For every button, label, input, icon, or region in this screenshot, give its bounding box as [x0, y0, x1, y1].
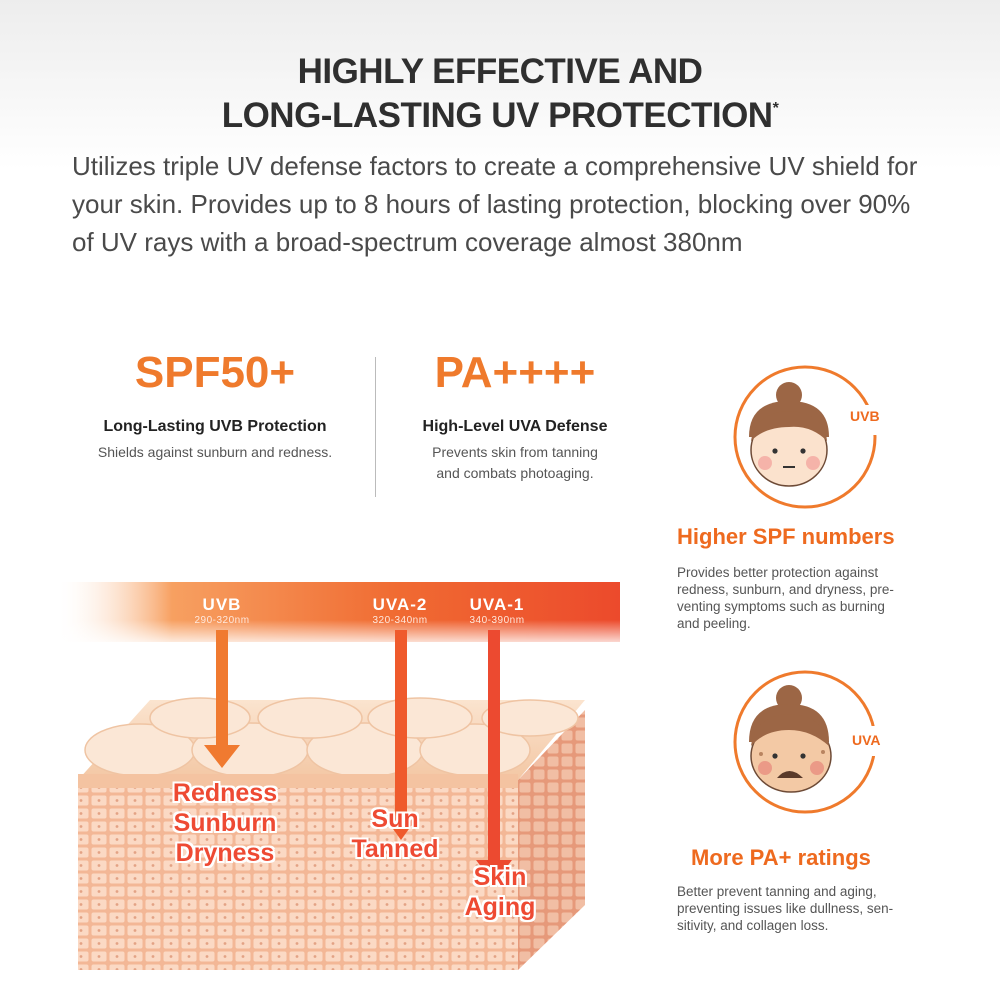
effect-text: Sun	[371, 805, 419, 833]
uvb-badge: UVB	[850, 408, 880, 424]
side-desc-line: sitivity, and collagen loss.	[677, 918, 829, 933]
uva-badge: UVA	[852, 732, 881, 748]
uva2-effects: Sun Tanned	[320, 804, 470, 864]
skin-block-side	[518, 710, 585, 970]
spf-value: SPF50+	[134, 348, 296, 397]
footnote-mark: *	[772, 100, 779, 117]
pa-description-line-2: and combats photoaging.	[436, 465, 594, 481]
uva-side-description: Better prevent tanning and aging, preven…	[677, 883, 947, 934]
skin-layer-diagram	[60, 582, 620, 970]
side-desc-line: Provides better protection against	[677, 565, 879, 580]
effect-text: Sunburn	[173, 809, 277, 837]
pa-value: PA++++	[434, 348, 596, 397]
intro-paragraph: Utilizes triple UV defense factors to cr…	[72, 147, 952, 261]
ray-name: UVA-2	[372, 595, 428, 614]
uva-side-title: More PA+ ratings	[691, 845, 871, 870]
uvb-side-description: Provides better protection against redne…	[677, 564, 947, 632]
ray-range: 340-390nm	[469, 615, 525, 626]
intro-line-2: your skin. Provides up to 8 hours of las…	[72, 189, 911, 219]
ray-range: 320-340nm	[372, 615, 428, 626]
side-desc-line: Better prevent tanning and aging,	[677, 884, 877, 899]
intro-line-3: of UV rays with a broad-spectrum coverag…	[72, 227, 743, 257]
uva-face-illustration	[733, 670, 895, 814]
pa-description-line-1: Prevents skin from tanning	[432, 444, 598, 460]
pa-title: High-Level UVA Defense	[422, 418, 608, 435]
side-desc-line: venting symptoms such as burning	[677, 599, 885, 614]
spf-title: Long-Lasting UVB Protection	[103, 418, 327, 435]
spf-description: Shields against sunburn and redness.	[97, 444, 333, 460]
headline-line-2-text: LONG-LASTING UV PROTECTION	[221, 96, 773, 135]
side-desc-line: preventing issues like dullness, sen-	[677, 901, 894, 916]
uva1-arrow	[476, 630, 512, 884]
headline-line-1: HIGHLY EFFECTIVE AND	[297, 52, 703, 91]
ray-name: UVA-1	[469, 595, 525, 614]
ray-range: 290-320nm	[194, 615, 250, 626]
pa-description: Prevents skin from tanning and combats p…	[360, 442, 670, 484]
effect-text: Dryness	[175, 839, 275, 867]
uvb-effects: Redness Sunburn Dryness	[145, 778, 305, 868]
uvb-side-title: Higher SPF numbers	[677, 524, 895, 549]
uva1-effects: Skin Aging	[440, 862, 560, 922]
effect-text: Redness	[172, 779, 278, 807]
effect-text: Aging	[464, 893, 536, 921]
effect-text: Tanned	[351, 835, 439, 863]
uva2-arrow	[383, 630, 419, 840]
uvb-face-illustration	[733, 365, 895, 509]
side-desc-line: redness, sunburn, and dryness, pre-	[677, 582, 894, 597]
ray-name: UVB	[202, 595, 242, 614]
ray-label-uvb: UVB 290-320nm	[172, 595, 272, 626]
ray-label-uva1: UVA-1 340-390nm	[447, 595, 547, 626]
headline-line-2: LONG-LASTING UV PROTECTION*	[0, 96, 1000, 136]
column-divider	[375, 357, 376, 497]
side-desc-line: and peeling.	[677, 616, 751, 631]
skin-block-front	[78, 780, 518, 970]
intro-line-1: Utilizes triple UV defense factors to cr…	[72, 151, 918, 181]
uvb-arrow	[204, 630, 240, 768]
ray-label-uva2: UVA-2 320-340nm	[350, 595, 450, 626]
effect-text: Skin	[473, 863, 527, 891]
